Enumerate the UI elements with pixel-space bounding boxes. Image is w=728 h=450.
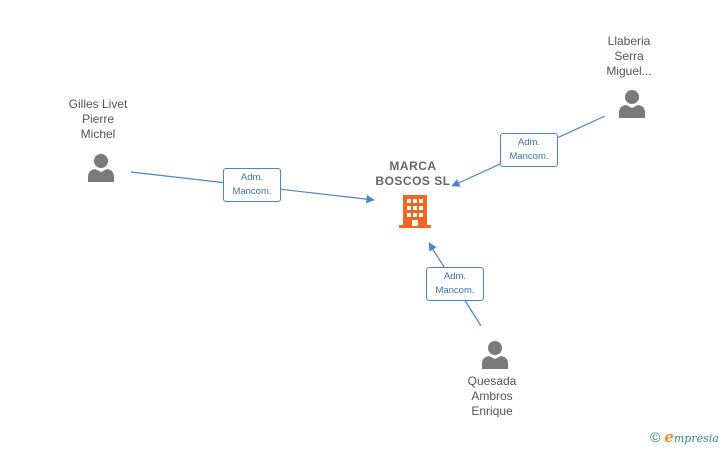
person-name-line: Llaberia — [607, 34, 651, 48]
person-name-line: Michel — [80, 127, 116, 141]
person-name-line: Miguel... — [606, 64, 652, 78]
person-name-gilles[interactable]: Gilles Livet Pierre Michel — [43, 97, 153, 142]
footer-brand: ©empresia — [650, 428, 719, 448]
person-icon[interactable] — [482, 341, 508, 369]
company-name[interactable]: MARCA BOSCOS SL — [353, 159, 473, 189]
company-name-line2: BOSCOS SL — [375, 174, 451, 188]
relation-role-line: Mancom. — [435, 285, 475, 296]
copyright-symbol: © — [650, 429, 661, 445]
person-name-line: Pierre — [81, 112, 114, 126]
person-name-line: Quesada — [467, 374, 517, 388]
person-name-llaberia[interactable]: Llaberia Serra Miguel... — [574, 34, 684, 79]
person-icon[interactable] — [619, 90, 645, 118]
person-name-line: Gilles Livet — [68, 97, 128, 111]
relation-label-quesada[interactable]: Adm. Mancom. — [426, 267, 484, 301]
relation-role-line: Adm. — [517, 137, 541, 148]
person-name-line: Enrique — [471, 404, 513, 418]
person-icon[interactable] — [88, 154, 114, 182]
brand-logo-text: mpresia — [673, 432, 719, 445]
relation-role-line: Adm. — [443, 271, 467, 282]
relation-role-line: Mancom. — [232, 186, 272, 197]
company-name-line1: MARCA — [389, 159, 437, 173]
relation-label-gilles[interactable]: Adm. Mancom. — [223, 168, 281, 202]
person-name-quesada[interactable]: Quesada Ambros Enrique — [437, 374, 547, 419]
relation-role-line: Mancom. — [509, 151, 549, 162]
relation-role-line: Adm. — [240, 172, 264, 183]
person-name-line: Ambros — [471, 389, 513, 403]
building-icon[interactable] — [399, 195, 431, 228]
brand-logo-initial: e — [664, 428, 674, 446]
person-name-line: Serra — [614, 49, 644, 63]
relation-label-llaberia[interactable]: Adm. Mancom. — [500, 133, 558, 167]
